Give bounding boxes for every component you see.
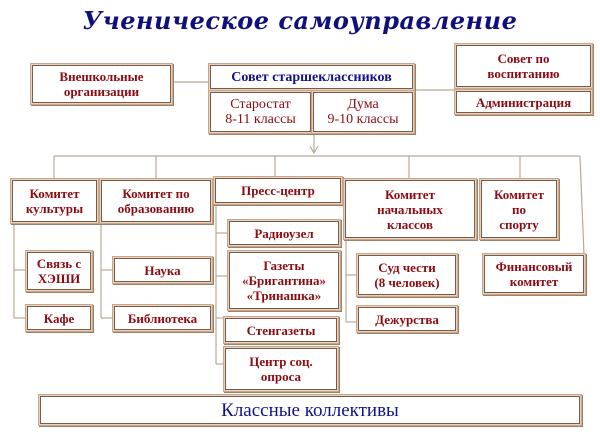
newspapers-box: Газеты «Бригантина» «Тринашка» bbox=[229, 252, 339, 309]
diagram-title: Ученическое самоуправление bbox=[82, 6, 518, 35]
starostat-box: Старостат 8-11 классы bbox=[210, 92, 311, 132]
honor-court-box: Суд чести (8 человек) bbox=[358, 255, 456, 295]
primary-committee-box: Комитет начальных классов bbox=[345, 180, 475, 238]
cafe-box: Кафе bbox=[27, 306, 91, 330]
external-organizations-box: Внешкольные организации bbox=[32, 65, 171, 103]
senior-council-box: Совет старшеклассников bbox=[210, 65, 413, 89]
arrow-down bbox=[309, 145, 319, 155]
connector bbox=[579, 155, 585, 256]
radio-box: Радиоузел bbox=[229, 221, 339, 245]
library-box: Библиотека bbox=[114, 306, 211, 330]
upbringing-council-box: Совет по воспитанию bbox=[456, 45, 591, 87]
wall-newspapers-box: Стенгазеты bbox=[225, 318, 337, 342]
poll-center-box: Центр соц. опроса bbox=[225, 348, 337, 390]
finance-committee-box: Финансовый комитет bbox=[484, 255, 584, 293]
hesh-link-box: Связь с ХЭШИ bbox=[27, 252, 91, 290]
duty-box: Дежурства bbox=[358, 307, 456, 331]
culture-committee-box: Комитет культуры bbox=[12, 180, 97, 222]
sport-committee-box: Комитет по спорту bbox=[481, 180, 557, 238]
class-collectives-box: Классные коллективы bbox=[40, 396, 580, 424]
education-committee-box: Комитет по образованию bbox=[101, 180, 211, 222]
science-box: Наука bbox=[114, 258, 211, 282]
duma-box: Дума 9-10 классы bbox=[313, 92, 413, 132]
administration-box: Администрация bbox=[456, 91, 591, 113]
press-center-box: Пресс-центр bbox=[215, 178, 341, 203]
